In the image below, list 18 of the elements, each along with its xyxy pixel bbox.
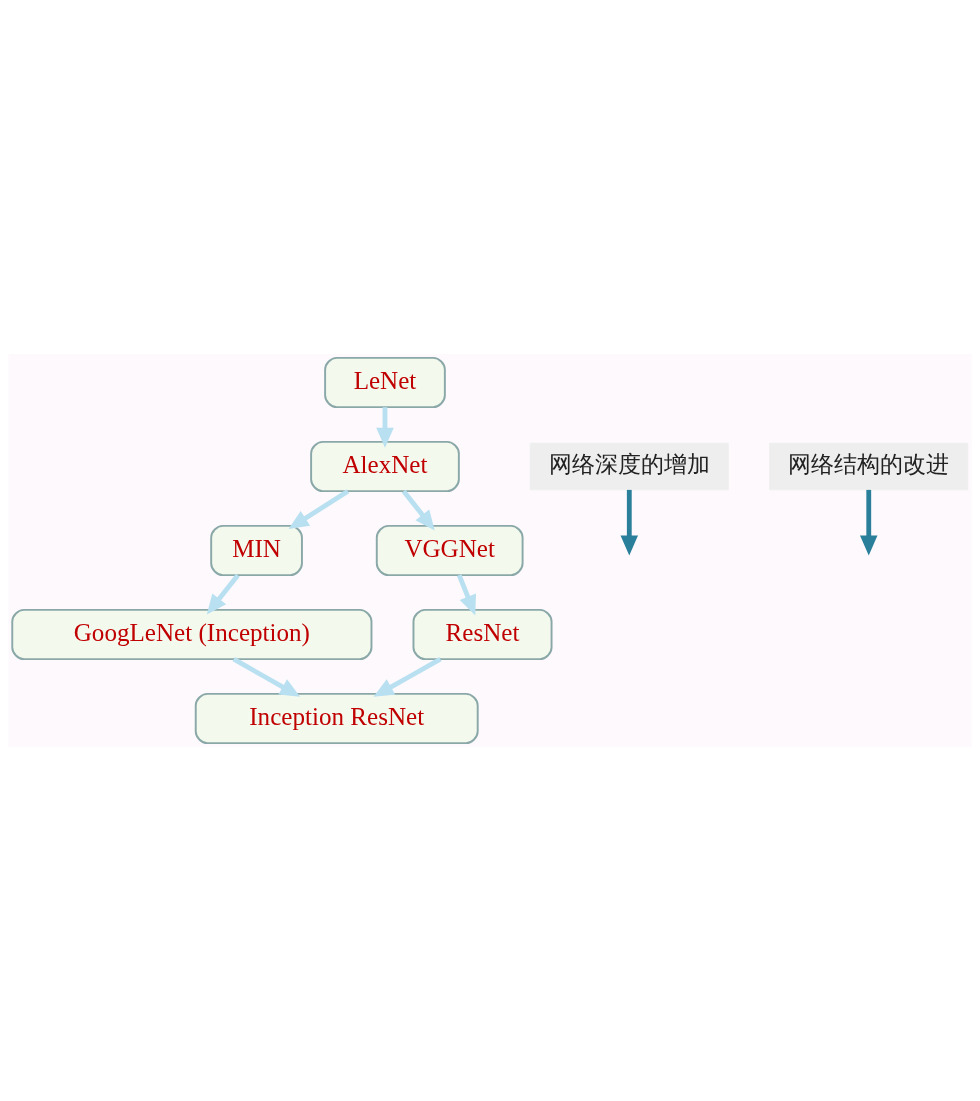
node-box: GoogLeNet (Inception) — [11, 608, 373, 661]
node-box: LeNet — [324, 356, 446, 409]
node-box: 网络结构的改进 — [769, 442, 969, 491]
arrow — [620, 489, 639, 556]
arrow — [288, 489, 350, 530]
arrow — [401, 489, 435, 531]
arrow — [373, 657, 442, 697]
node-box: VGGNet — [375, 524, 524, 577]
node-box: MIN — [210, 524, 303, 577]
arrow — [860, 489, 878, 556]
arrow — [376, 407, 394, 448]
arrow — [456, 574, 476, 616]
arrow — [206, 573, 240, 615]
node-box: 网络深度的增加 — [529, 442, 729, 491]
node-box: Inception ResNet — [194, 692, 479, 745]
node-box: AlexNet — [310, 440, 460, 493]
node-box: ResNet — [412, 608, 553, 661]
arrow — [232, 657, 301, 697]
